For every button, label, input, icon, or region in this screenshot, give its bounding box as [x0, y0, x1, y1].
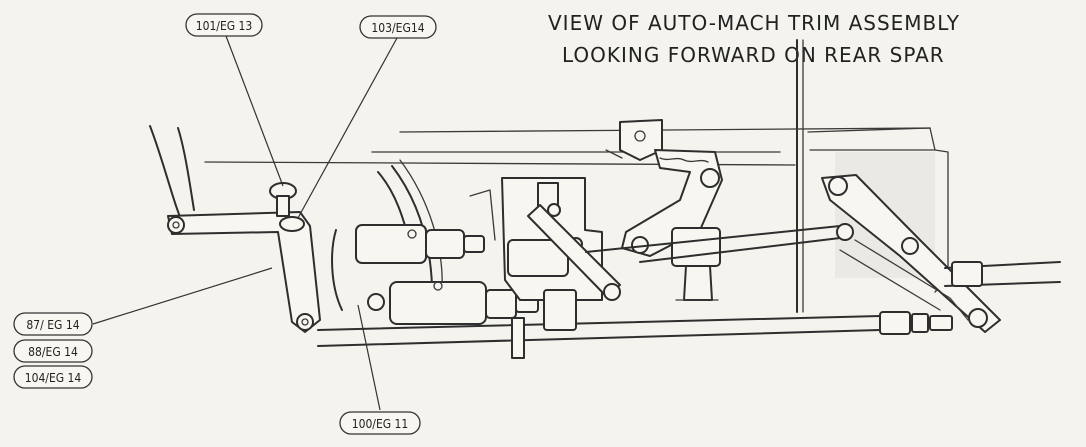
callout-87-eg14: 87/ EG 14	[13, 312, 93, 336]
left-fairing	[149, 125, 195, 229]
leader-lines	[92, 35, 398, 411]
right-link-arm	[821, 174, 1001, 333]
svg-text:87/ EG 14: 87/ EG 14	[26, 318, 79, 332]
rocker-arm	[621, 149, 723, 301]
svg-text:100/EG 11: 100/EG 11	[352, 417, 409, 431]
svg-text:88/EG 14: 88/EG 14	[28, 345, 78, 359]
mounting-bolt	[511, 289, 577, 359]
title-line-1: VIEW OF AUTO-MACH TRIM ASSEMBLY	[548, 11, 960, 35]
lower-push-rod	[317, 311, 953, 347]
svg-text:104/EG 14: 104/EG 14	[25, 371, 82, 385]
adjuster-knob	[269, 182, 305, 232]
bell-crank-lever	[167, 211, 321, 333]
spar-vertical-line	[796, 39, 804, 313]
lower-actuator	[367, 281, 539, 325]
title-line-2: LOOKING FORWARD ON REAR SPAR	[562, 43, 945, 67]
callout-103-eg14: 103/EG14	[359, 15, 437, 39]
top-bracket	[605, 119, 663, 161]
svg-text:101/EG 13: 101/EG 13	[196, 19, 253, 33]
callout-104-eg14: 104/EG 14	[13, 365, 93, 389]
housing-lever	[527, 204, 621, 301]
upper-actuator	[331, 224, 485, 311]
callout-101-eg13: 101/EG 13	[185, 13, 263, 37]
svg-text:103/EG14: 103/EG14	[371, 21, 424, 35]
callout-100-eg11: 100/EG 11	[339, 411, 421, 435]
callout-88-eg14: 88/EG 14	[13, 339, 93, 363]
right-shaft	[944, 261, 1061, 287]
upper-push-rod	[585, 223, 854, 263]
central-housing	[469, 177, 603, 301]
